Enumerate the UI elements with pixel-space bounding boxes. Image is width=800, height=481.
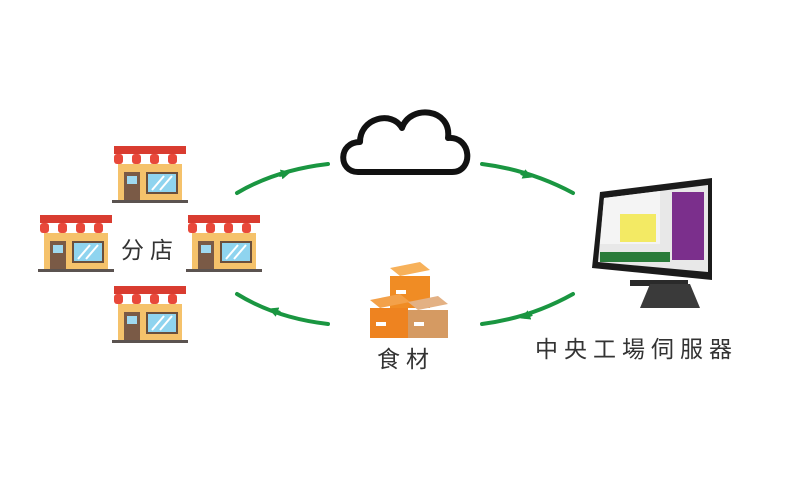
branch-stores-label: 分店: [121, 238, 179, 264]
cloud-icon: [340, 109, 471, 175]
ingredients-label: 食材: [377, 347, 435, 373]
curved-arrow-icon: [480, 162, 575, 195]
pos-terminal-icon: [592, 178, 712, 308]
curved-arrow-icon: [235, 162, 330, 195]
store-icon: [37, 214, 115, 273]
boxes-icon: [370, 262, 448, 338]
curved-arrow-icon: [480, 292, 575, 326]
store-icon: [111, 145, 189, 204]
curved-arrow-icon: [235, 292, 330, 326]
store-icon: [111, 285, 189, 344]
store-icon: [185, 214, 263, 273]
central-server-label: 中央工場伺服器: [535, 337, 738, 363]
